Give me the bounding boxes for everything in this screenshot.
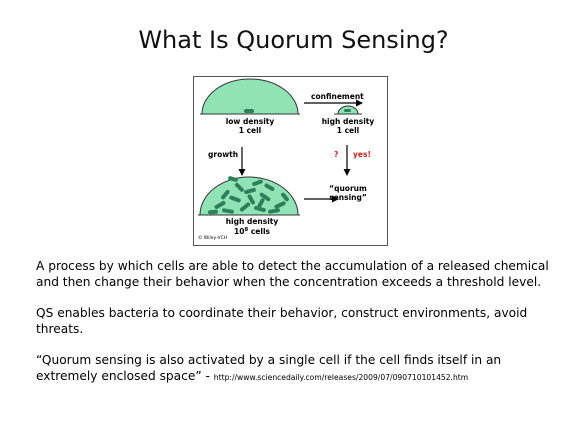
label-yes: yes! bbox=[353, 150, 371, 159]
source-url[interactable]: http://www.sciencedaily.com/releases/200… bbox=[213, 373, 469, 382]
figure-graphic: low density 1 cell confinement high dens… bbox=[198, 78, 375, 241]
figure-credit: © Wiley-VCH bbox=[198, 234, 227, 241]
label-growth: growth bbox=[208, 150, 238, 159]
label-confinement: confinement bbox=[311, 92, 364, 101]
label-high-cells-top: 1 cell bbox=[337, 126, 360, 135]
label-high-density-top: high density bbox=[322, 117, 375, 126]
paragraph-definition: A process by which cells are able to det… bbox=[36, 259, 549, 289]
quote-text: “Quorum sensing is also activated by a s… bbox=[36, 353, 502, 383]
single-cell-large bbox=[244, 109, 254, 113]
single-cell-small bbox=[344, 109, 351, 112]
label-quorum-2: sensing” bbox=[329, 193, 367, 202]
label-high-cells-bottom: 108 cells bbox=[234, 227, 271, 236]
paragraph-quote: “Quorum sensing is also activated by a s… bbox=[36, 352, 566, 386]
label-high-density-bottom: high density bbox=[226, 217, 279, 226]
label-question: ? bbox=[334, 150, 338, 159]
bacteria-cluster bbox=[208, 176, 289, 215]
low-density-dome bbox=[201, 78, 299, 115]
slide-title: What Is Quorum Sensing? bbox=[138, 26, 449, 54]
paragraph-coordination: QS enables bacteria to coordinate their … bbox=[36, 306, 528, 336]
label-quorum-1: “quorum bbox=[329, 184, 367, 193]
quorum-sensing-figure: low density 1 cell confinement high dens… bbox=[193, 76, 388, 246]
label-low-cells: 1 cell bbox=[239, 126, 262, 135]
label-low-density: low density bbox=[226, 117, 275, 126]
